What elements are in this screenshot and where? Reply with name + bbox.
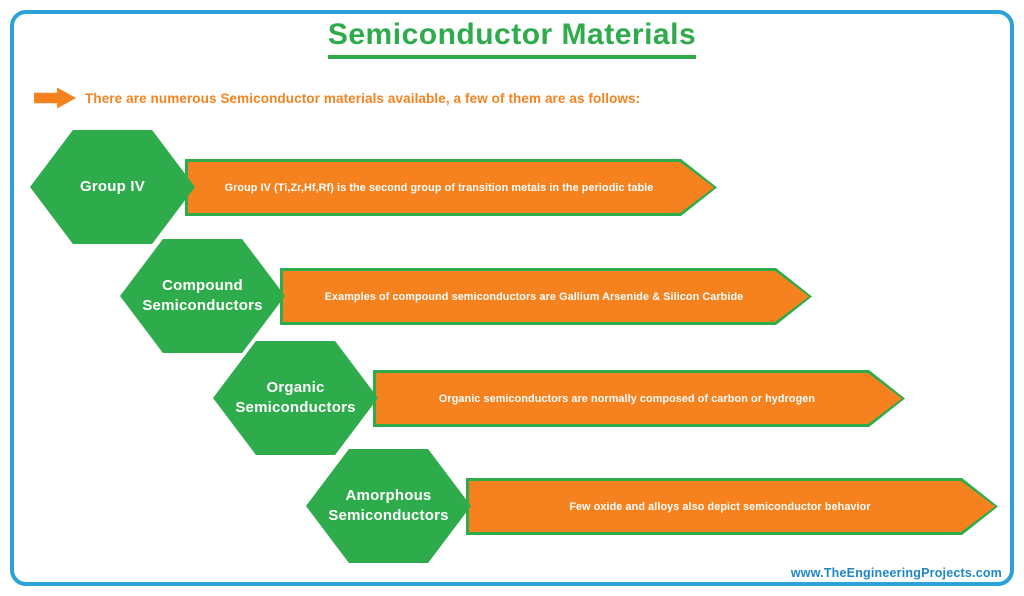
website-link[interactable]: www.TheEngineeringProjects.com: [790, 566, 1002, 580]
outer-frame: [10, 10, 1014, 586]
banner-fill: [188, 162, 714, 213]
banner-description: Few oxide and alloys also depict semicon…: [569, 500, 871, 513]
banner-description: Organic semiconductors are normally comp…: [438, 392, 816, 405]
hexagon-label: Amorphous Semiconductors: [328, 486, 449, 524]
title-container: Semiconductor Materials: [0, 18, 1024, 59]
banner-fill: [283, 271, 809, 322]
hexagon-label: Organic Semiconductors: [235, 378, 356, 416]
hexagon-label: Group IV: [80, 177, 145, 195]
banner-group-iv: Group IV (Ti,Zr,Hf,Rf) is the second gro…: [185, 159, 717, 216]
hexagon-label: Compound Semiconductors: [142, 276, 263, 314]
intro-row: There are numerous Semiconductor materia…: [34, 86, 640, 110]
page-title: Semiconductor Materials: [327, 18, 697, 59]
right-arrow-icon: [34, 87, 76, 109]
banner-compound-semiconductors: Examples of compound semiconductors are …: [280, 268, 812, 325]
banner-amorphous-semiconductors: Few oxide and alloys also depict semicon…: [466, 478, 998, 535]
banner-fill: [376, 373, 902, 424]
banner-description: Examples of compound semiconductors are …: [324, 290, 744, 303]
intro-text: There are numerous Semiconductor materia…: [85, 90, 641, 106]
banner-fill: [469, 481, 995, 532]
banner-organic-semiconductors: Organic semiconductors are normally comp…: [373, 370, 905, 427]
banner-description: Group IV (Ti,Zr,Hf,Rf) is the second gro…: [224, 181, 654, 194]
